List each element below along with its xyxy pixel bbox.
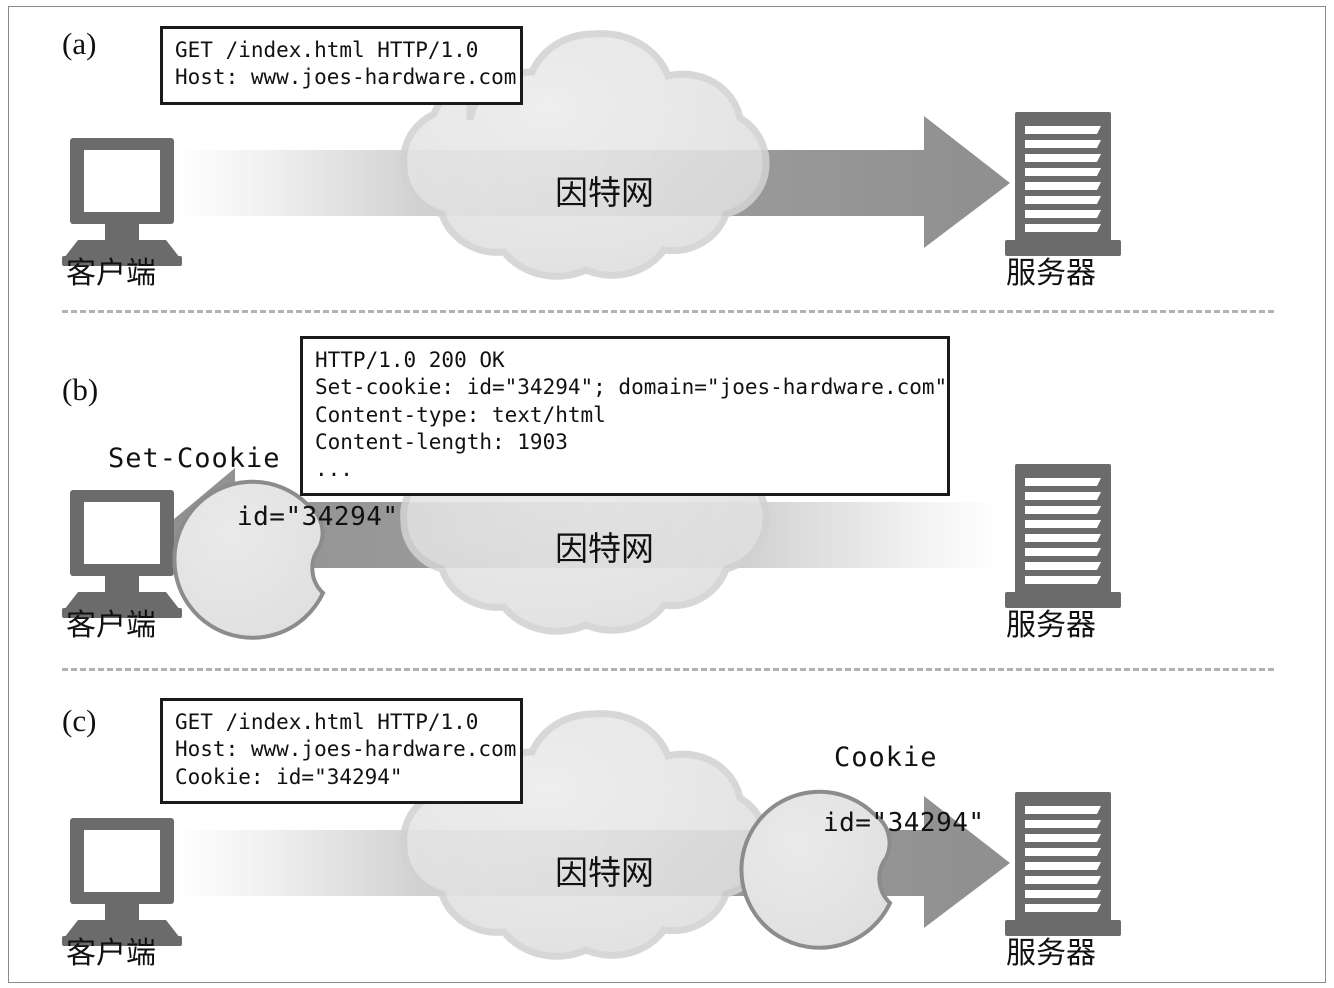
- panel-c-client-icon: [0, 668, 1334, 988]
- panel-a-message-box: GET /index.html HTTP/1.0 Host: www.joes-…: [160, 26, 523, 105]
- panel-c-label: (c): [62, 703, 97, 738]
- panel-b-label: (b): [62, 372, 99, 407]
- panel-a-cloud-label: 因特网: [555, 176, 654, 212]
- panel-b: (b): [0, 310, 1334, 668]
- panel-c-cookie-icon: [0, 668, 1334, 988]
- panel-divider-1: [62, 310, 1274, 313]
- panel-b-message-box: HTTP/1.0 200 OK Set-cookie: id="34294"; …: [300, 336, 950, 497]
- panel-b-client-icon: [0, 310, 1334, 668]
- panel-c-cookie-value: id="34294": [823, 808, 985, 838]
- panel-b-cloud-label: 因特网: [555, 532, 654, 568]
- panel-b-cookie-title: Set-Cookie: [108, 443, 281, 474]
- panel-b-cookie-icon: [0, 310, 1334, 668]
- cookie-shape: [172, 479, 326, 640]
- panel-a: (a): [0, 0, 1334, 310]
- panel-a-client-icon: [0, 0, 1334, 310]
- panel-c-cookie-title: Cookie: [834, 742, 938, 773]
- panel-b-server-caption: 服务器: [1006, 609, 1096, 642]
- cookie-shape: [739, 789, 893, 950]
- panel-b-client-caption: 客户端: [66, 609, 156, 642]
- panel-b-cookie-value: id="34294": [237, 502, 399, 532]
- panel-b-server-icon: [0, 310, 1334, 668]
- panel-divider-2: [62, 668, 1274, 671]
- panel-a-client-caption: 客户端: [66, 257, 156, 290]
- panel-c-cloud-label: 因特网: [555, 856, 654, 892]
- panel-c-server-caption: 服务器: [1006, 937, 1096, 970]
- panel-c-client-caption: 客户端: [66, 937, 156, 970]
- panel-a-server-icon: [0, 0, 1334, 310]
- panel-c-server-icon: [0, 668, 1334, 988]
- panel-a-label: (a): [62, 26, 97, 61]
- panel-c: (c): [0, 668, 1334, 988]
- panel-c-message-box: GET /index.html HTTP/1.0 Host: www.joes-…: [160, 698, 523, 804]
- panel-a-server-caption: 服务器: [1006, 257, 1096, 290]
